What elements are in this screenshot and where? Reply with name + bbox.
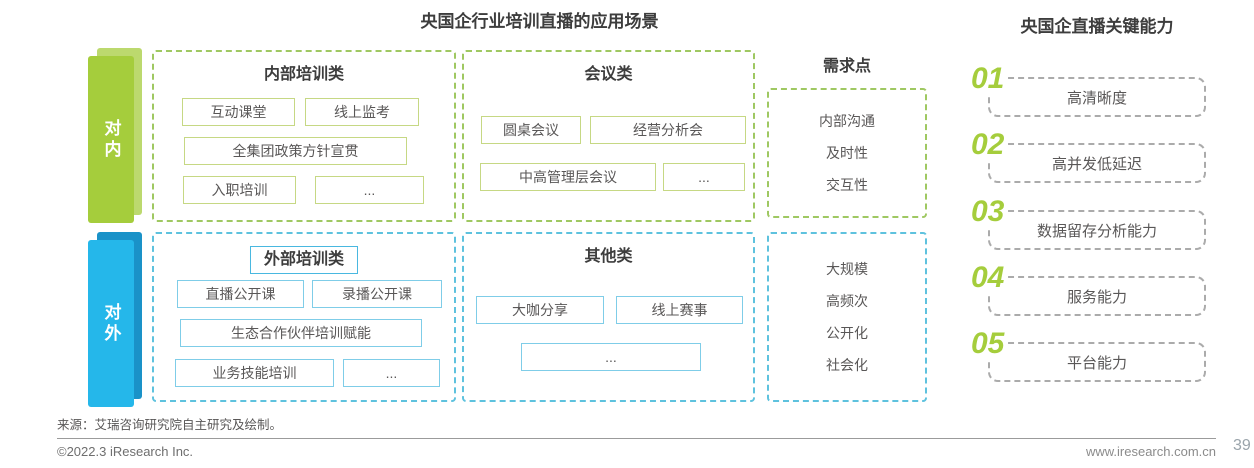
scenario-item: 大咖分享 [476, 296, 604, 324]
scenario-item: 线上赛事 [616, 296, 743, 324]
scenario-item: ... [663, 163, 745, 191]
demand-point: 内部沟通 [819, 113, 875, 129]
scenario-item: ... [315, 176, 424, 204]
scenario-item: 录播公开课 [312, 280, 442, 308]
source-note: 来源：艾瑞咨询研究院自主研究及绘制。 [57, 418, 283, 432]
external-training-box: 外部培训类 直播公开课 录播公开课 生态合作伙伴培训赋能 业务技能培训 ... [152, 232, 456, 402]
capability-label: 高并发低延迟 [1051, 155, 1142, 173]
scenario-item: 经营分析会 [590, 116, 746, 144]
scenario-item: 圆桌会议 [481, 116, 581, 144]
scenario-item: 线上监考 [305, 98, 419, 126]
scenario-item: ... [521, 343, 701, 371]
meeting-header: 会议类 [584, 66, 633, 83]
footer-divider [57, 438, 1216, 439]
external-demand-box: 大规模 高频次 公开化 社会化 [767, 232, 927, 402]
label-internal-face: 对内 [88, 56, 134, 223]
internal-training-header: 内部培训类 [263, 66, 344, 83]
capability-row: 平台能力 05 [971, 329, 1206, 382]
demand-point: 公开化 [826, 325, 868, 341]
capability-box: 数据留存分析能力 [988, 210, 1206, 250]
demand-point: 社会化 [826, 357, 868, 373]
other-box: 其他类 大咖分享 线上赛事 ... [462, 232, 755, 402]
capability-number: 05 [971, 329, 1009, 361]
capability-row: 数据留存分析能力 03 [971, 197, 1206, 250]
capability-box: 服务能力 [988, 276, 1206, 316]
capability-row: 服务能力 04 [971, 263, 1206, 316]
demand-point: 及时性 [826, 145, 868, 161]
scenario-item: 入职培训 [183, 176, 296, 204]
label-internal-text: 对内 [101, 118, 121, 161]
label-internal: 对内 [88, 48, 144, 224]
capability-label: 服务能力 [1066, 288, 1127, 306]
capability-label: 平台能力 [1066, 354, 1127, 372]
scenario-item: 全集团政策方针宣贯 [184, 137, 407, 165]
demand-header: 需求点 [822, 58, 871, 75]
scenario-item: 业务技能培训 [175, 359, 334, 387]
scenario-item: 直播公开课 [177, 280, 304, 308]
capability-box: 平台能力 [988, 342, 1206, 382]
demand-point: 大规模 [826, 261, 868, 277]
website-text: www.iresearch.com.cn [1085, 444, 1216, 459]
label-external: 对外 [88, 232, 144, 408]
scenario-item: 生态合作伙伴培训赋能 [180, 319, 422, 347]
label-external-face: 对外 [88, 240, 134, 407]
scenario-item: 互动课堂 [182, 98, 295, 126]
capability-row: 高清晰度 01 [971, 64, 1206, 117]
copyright-text: ©2022.3 iResearch Inc. [57, 444, 194, 459]
scenario-item: ... [343, 359, 440, 387]
scenario-item: 中高管理层会议 [480, 163, 656, 191]
page-title: 央国企行业培训直播的应用场景 [420, 12, 659, 31]
internal-demand-box: 内部沟通 及时性 交互性 [767, 88, 927, 218]
capability-box: 高清晰度 [988, 77, 1206, 117]
demand-point: 交互性 [826, 177, 868, 193]
capabilities-title: 央国企直播关键能力 [1020, 17, 1174, 36]
capability-number: 03 [971, 197, 1009, 229]
label-external-text: 对外 [101, 302, 121, 345]
demand-point: 高频次 [826, 293, 868, 309]
other-header: 其他类 [584, 248, 633, 265]
capability-box: 高并发低延迟 [988, 143, 1206, 183]
capability-number: 04 [971, 263, 1009, 295]
capability-number: 02 [971, 130, 1009, 162]
capability-label: 数据留存分析能力 [1036, 222, 1157, 240]
capability-number: 01 [971, 64, 1009, 96]
capability-label: 高清晰度 [1066, 89, 1127, 107]
meeting-box: 会议类 圆桌会议 经营分析会 中高管理层会议 ... [462, 50, 755, 222]
page-number: 39 [1233, 437, 1251, 454]
capability-row: 高并发低延迟 02 [971, 130, 1206, 183]
external-training-header: 外部培训类 [249, 246, 359, 274]
internal-training-box: 内部培训类 互动课堂 线上监考 全集团政策方针宣贯 入职培训 ... [152, 50, 456, 222]
